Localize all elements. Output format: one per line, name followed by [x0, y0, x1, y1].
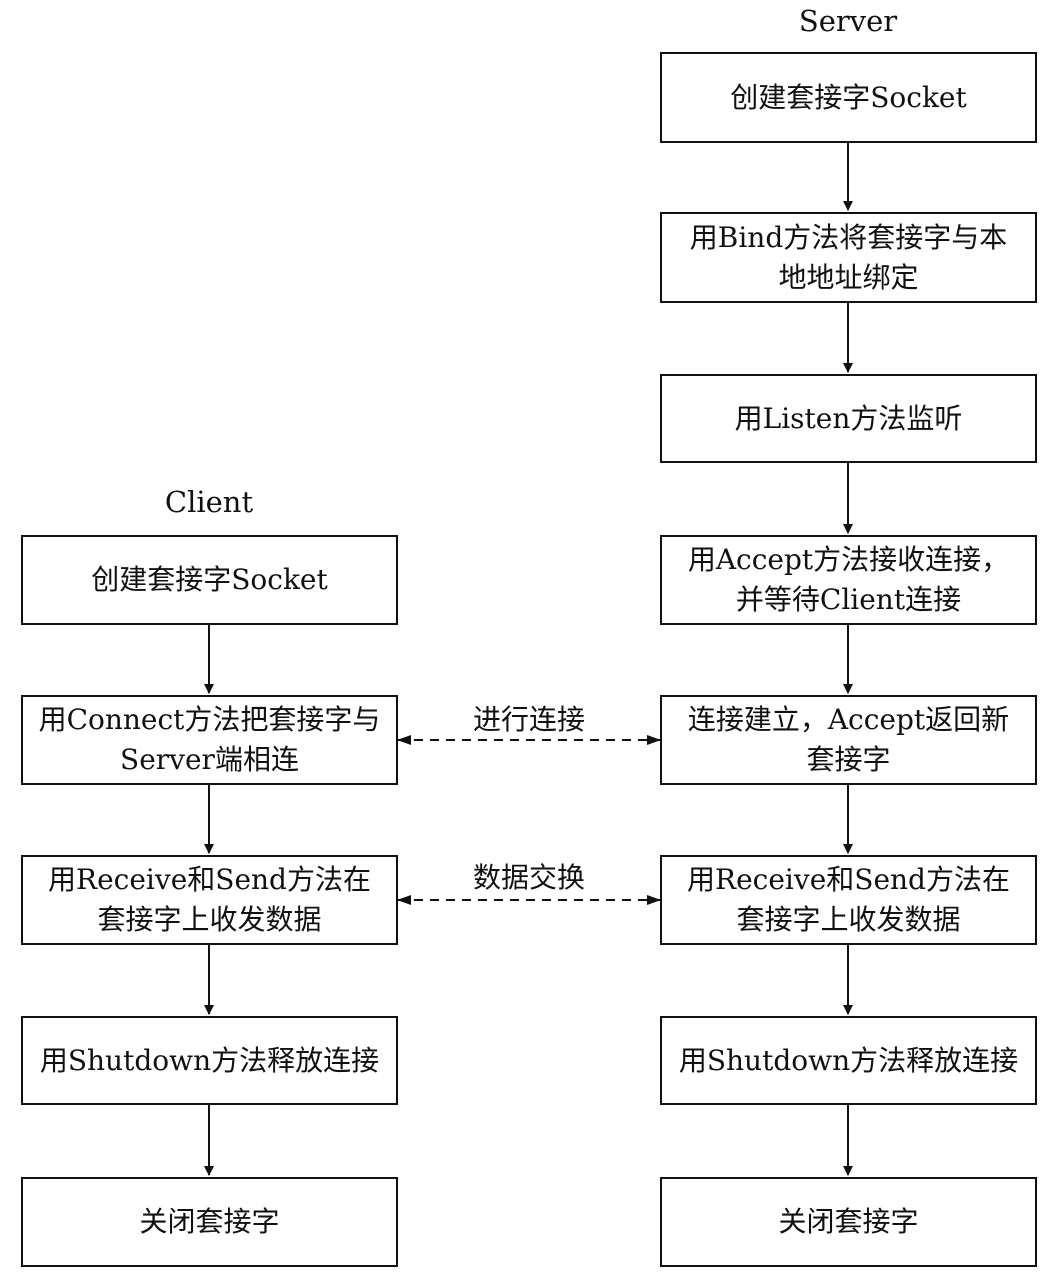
client-title: Client: [164, 485, 254, 519]
server-step-connection-established: 连接建立，Accept返回新套接字: [660, 695, 1037, 785]
client-step-close-socket: 关闭套接字: [21, 1177, 398, 1267]
client-step-label: 创建套接字Socket: [91, 563, 328, 596]
client-step-connect: 用Connect方法把套接字与Server端相连: [21, 695, 398, 785]
server-step-label: 用Listen方法监听: [734, 401, 963, 435]
exchange-link-label: 数据交换: [472, 861, 585, 894]
server-step-create-socket: 创建套接字Socket: [660, 52, 1037, 143]
client-step-label: 用Receive和Send方法在套接字上收发数据: [48, 863, 371, 936]
server-step-label: 连接建立，Accept返回新套接字: [687, 703, 1010, 776]
server-step-close-socket: 关闭套接字: [660, 1177, 1037, 1267]
server-step-label: 用Receive和Send方法在套接字上收发数据: [687, 863, 1010, 936]
client-step-shutdown: 用Shutdown方法释放连接: [21, 1016, 398, 1105]
server-step-label: 创建套接字Socket: [730, 80, 967, 114]
server-step-label: 用Bind方法将套接字与本地地址绑定: [689, 220, 1008, 294]
server-step-label: 用Accept方法接收连接，并等待Client连接: [687, 543, 1010, 616]
server-step-receive-send: 用Receive和Send方法在套接字上收发数据: [660, 855, 1037, 945]
client-step-receive-send: 用Receive和Send方法在套接字上收发数据: [21, 855, 398, 945]
client-step-label: 用Connect方法把套接字与Server端相连: [38, 703, 381, 776]
server-step-accept: 用Accept方法接收连接，并等待Client连接: [660, 535, 1037, 625]
server-step-label: 用Shutdown方法释放连接: [678, 1043, 1019, 1077]
client-step-label: 关闭套接字: [139, 1205, 280, 1238]
server-step-bind: 用Bind方法将套接字与本地地址绑定: [660, 212, 1037, 303]
connect-link-label: 进行连接: [472, 703, 585, 736]
server-step-listen: 用Listen方法监听: [660, 374, 1037, 463]
server-step-shutdown: 用Shutdown方法释放连接: [660, 1016, 1037, 1105]
server-title: Server: [798, 4, 898, 38]
client-step-label: 用Shutdown方法释放连接: [39, 1043, 380, 1077]
client-step-create-socket: 创建套接字Socket: [21, 535, 398, 625]
server-step-label: 关闭套接字: [778, 1205, 919, 1238]
